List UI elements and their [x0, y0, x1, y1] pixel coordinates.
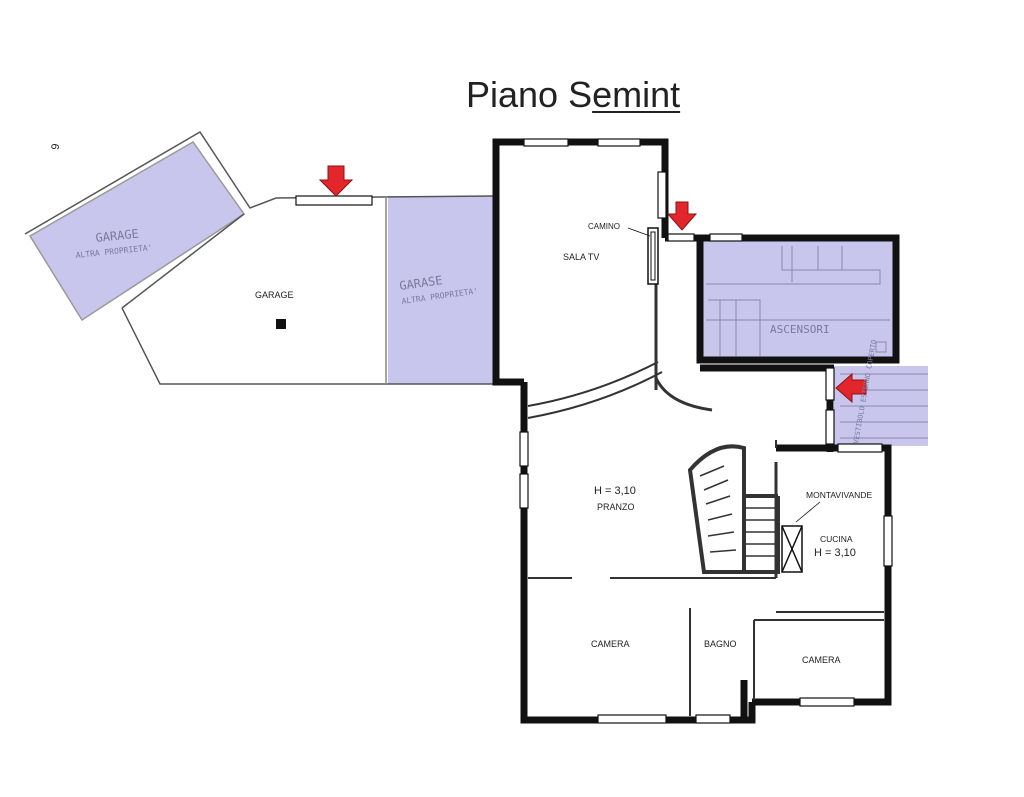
- dumbwaiter: [781, 501, 821, 573]
- label-garage-other-left: GARAGE: [95, 227, 140, 245]
- label-sala-tv: SALA TV: [563, 252, 599, 262]
- label-ascensori: ASCENSORI: [770, 323, 830, 336]
- label-garage-other-mid: GARASE: [398, 273, 443, 293]
- garage-column: [276, 319, 286, 329]
- staircase: [687, 444, 780, 574]
- label-cucina-height: H = 3,10: [814, 547, 856, 559]
- label-pranzo: PRANZO: [597, 502, 635, 512]
- label-camera-left: CAMERA: [591, 639, 630, 649]
- vestibule-steps: [840, 373, 928, 439]
- lift-sketch: [706, 246, 890, 356]
- arrow-garage-icon: [318, 165, 354, 197]
- label-garage: GARAGE: [255, 290, 294, 300]
- label-camera-right: CAMERA: [802, 655, 841, 665]
- garage-other-mid-area: [388, 196, 494, 384]
- plan-title: Piano Semint: [466, 74, 681, 115]
- fireplace: [627, 227, 659, 285]
- arrow-vestibule-icon: [835, 372, 867, 404]
- arrow-lift-icon: [666, 201, 698, 231]
- entrance-arrows: [318, 165, 867, 404]
- label-cucina: CUCINA: [820, 534, 853, 544]
- windows: [295, 138, 893, 724]
- shaded-areas: [28, 141, 928, 446]
- room-labels: GARAGE ALTRA PROPRIETA' GARASE ALTRA PRO…: [48, 142, 878, 665]
- lift-area: [700, 240, 896, 358]
- label-pranzo-height: H = 3,10: [594, 485, 636, 497]
- label-bagno: BAGNO: [704, 639, 737, 649]
- label-montavivande: MONTAVIVANDE: [806, 490, 872, 500]
- label-camino: CAMINO: [588, 222, 620, 231]
- sheet-mark: 6: [48, 142, 61, 150]
